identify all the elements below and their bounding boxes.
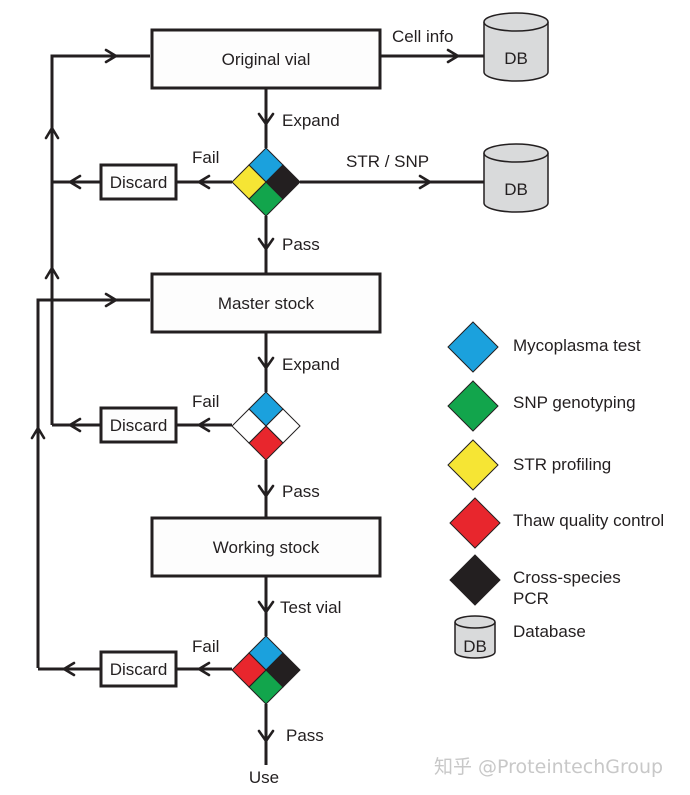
arrowhead-down xyxy=(257,600,275,614)
legend-item-thaw: Thaw quality control xyxy=(449,497,664,549)
arrowhead-left xyxy=(62,661,76,677)
discard-node xyxy=(99,163,178,201)
outer-feedback-line xyxy=(36,298,150,668)
arrowhead-right xyxy=(104,48,118,64)
use-label: Use xyxy=(249,768,279,787)
arrowhead-left xyxy=(197,417,211,433)
yellow-diamond-icon xyxy=(447,439,499,491)
db-label: DB xyxy=(463,637,487,656)
blue-diamond-icon xyxy=(447,321,499,373)
fail-label: Fail xyxy=(192,637,219,656)
pass-label: Pass xyxy=(286,726,324,745)
green-diamond-icon xyxy=(447,380,499,432)
working-stock-label: Working stock xyxy=(213,538,320,557)
discard-node xyxy=(99,650,178,688)
legend-label: Mycoplasma test xyxy=(513,336,641,355)
database-cylinder-icon: DB xyxy=(454,615,496,659)
arrowhead-down xyxy=(257,356,275,370)
legend: Mycoplasma test SNP genotyping STR profi… xyxy=(447,321,664,659)
arrowhead-down xyxy=(257,729,275,743)
arrowhead-left xyxy=(68,174,82,190)
empty-quadrant xyxy=(231,408,267,444)
arrowhead-right xyxy=(418,174,432,190)
legend-item-cross-species: Cross-species PCR xyxy=(449,554,621,608)
legend-label: STR profiling xyxy=(513,455,611,474)
arrowhead-right xyxy=(104,292,118,308)
pass-label: Pass xyxy=(282,482,320,501)
arrowhead-down xyxy=(257,484,275,498)
red-diamond-icon xyxy=(449,497,501,549)
str-snp-label: STR / SNP xyxy=(346,152,429,171)
arrowhead-up xyxy=(44,266,60,280)
arrowhead-up xyxy=(44,126,60,140)
watermark: 知乎 @ProteintechGroup xyxy=(434,756,663,778)
str-quadrant xyxy=(231,164,267,200)
qc-diamond-2 xyxy=(231,391,301,461)
black-diamond-icon xyxy=(449,554,501,606)
original-vial-label: Original vial xyxy=(222,50,311,69)
discard-label: Discard xyxy=(110,660,168,679)
working-stock-node: Working stock xyxy=(150,516,382,578)
arrowhead-right xyxy=(446,48,460,64)
pass-label: Pass xyxy=(282,235,320,254)
expand-label: Expand xyxy=(282,111,340,130)
inner-feedback-line xyxy=(50,54,150,425)
legend-label: Thaw quality control xyxy=(513,511,664,530)
discard-label: Discard xyxy=(110,173,168,192)
arrowhead-left xyxy=(68,417,82,433)
legend-item-database: DB Database xyxy=(454,615,586,659)
legend-label: Database xyxy=(513,622,586,641)
database-cylinder-icon: DB xyxy=(483,143,549,213)
arrowhead-down xyxy=(257,112,275,126)
qc-diamond-1 xyxy=(231,147,301,217)
discard-label: Discard xyxy=(110,416,168,435)
arrowhead-left xyxy=(197,661,211,677)
thaw-quadrant xyxy=(231,652,267,688)
arrowhead-down xyxy=(257,237,275,251)
original-vial-node: Original vial xyxy=(150,28,382,90)
cell-info-label: Cell info xyxy=(392,27,453,46)
database-cylinder-icon: DB xyxy=(483,12,549,82)
master-stock-label: Master stock xyxy=(218,294,315,313)
expand-label: Expand xyxy=(282,355,340,374)
legend-label: SNP genotyping xyxy=(513,393,636,412)
fail-label: Fail xyxy=(192,148,219,167)
discard-node xyxy=(99,406,178,444)
legend-item-snp: SNP genotyping xyxy=(447,380,636,432)
fail-label: Fail xyxy=(192,392,219,411)
arrowhead-left xyxy=(197,174,211,190)
db-label: DB xyxy=(504,180,528,199)
legend-item-mycoplasma: Mycoplasma test xyxy=(447,321,641,373)
master-stock-node: Master stock xyxy=(150,272,382,334)
test-vial-label: Test vial xyxy=(280,598,341,617)
legend-item-str: STR profiling xyxy=(447,439,611,491)
db-label: DB xyxy=(504,49,528,68)
legend-label: Cross-species xyxy=(513,568,621,587)
arrowhead-up xyxy=(30,426,46,440)
qc-diamond-3 xyxy=(231,635,301,705)
legend-label: PCR xyxy=(513,589,549,608)
